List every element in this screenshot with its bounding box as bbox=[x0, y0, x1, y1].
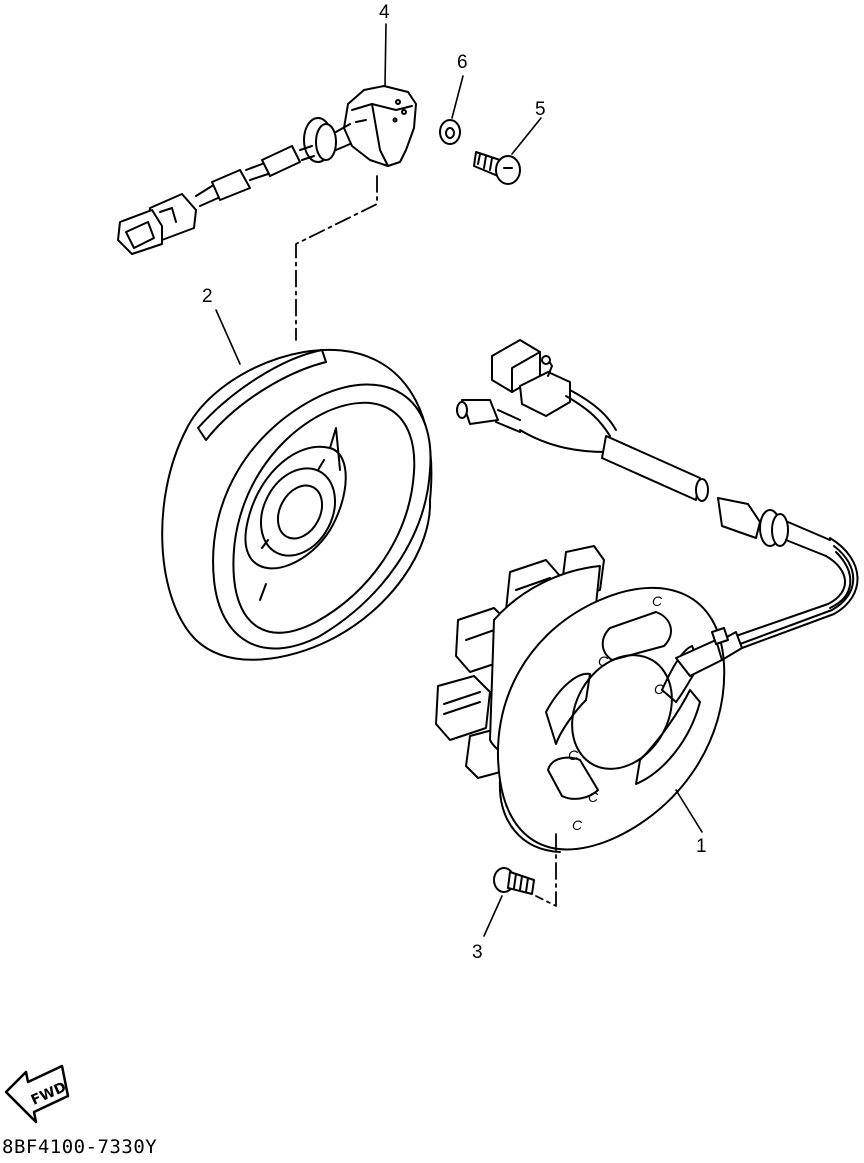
callout-label-5: 5 bbox=[535, 99, 546, 120]
stator-assembly bbox=[435, 339, 859, 853]
screw-upper bbox=[473, 151, 521, 185]
leader-line-4-2 bbox=[295, 175, 378, 341]
callout-leader-2 bbox=[215, 309, 241, 365]
screw-lower bbox=[493, 867, 535, 895]
callout-label-6: 6 bbox=[457, 52, 468, 73]
stator-mark: C bbox=[652, 593, 663, 609]
callout-leader-3 bbox=[483, 895, 503, 937]
fwd-arrow-icon bbox=[4, 1064, 70, 1124]
callout-label-2: 2 bbox=[202, 286, 213, 307]
stator-mark: C bbox=[588, 789, 599, 805]
washer bbox=[439, 119, 461, 145]
callout-leader-5 bbox=[511, 117, 542, 155]
flywheel-rotor bbox=[161, 348, 433, 661]
callout-label-4: 4 bbox=[379, 2, 390, 23]
callout-leader-6 bbox=[451, 75, 464, 119]
part-code: 8BF4100-7330Y bbox=[2, 1136, 158, 1158]
callout-label-1: 1 bbox=[696, 836, 707, 857]
stator-mark: C bbox=[568, 747, 579, 763]
callout-leader-1 bbox=[675, 789, 703, 833]
stator-mark: C bbox=[654, 681, 665, 697]
leader-line-1-3 bbox=[535, 833, 557, 907]
callout-leader-4 bbox=[384, 23, 387, 87]
callout-label-3: 3 bbox=[472, 942, 483, 963]
stator-mark: C bbox=[598, 653, 609, 669]
stator-mark: C bbox=[572, 817, 583, 833]
pickup-coil-assembly bbox=[117, 85, 417, 255]
